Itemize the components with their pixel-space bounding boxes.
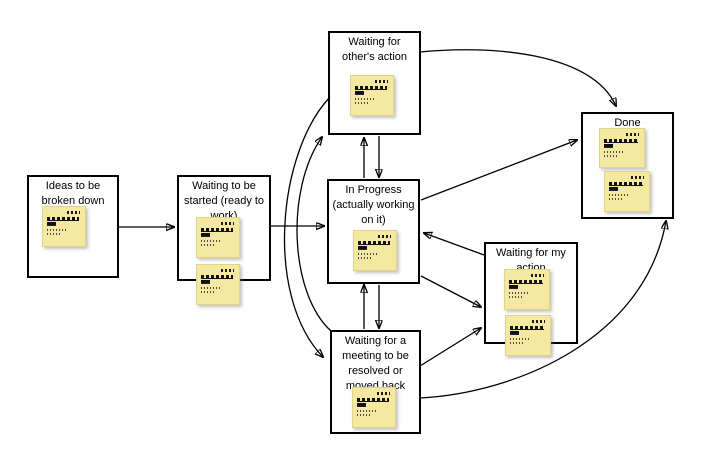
node-waiting-to-be-started[interactable]: Waiting to be started (ready to work) xyxy=(177,175,271,281)
sticky-scribble xyxy=(47,222,56,226)
sticky-scribble xyxy=(201,240,222,242)
sticky-scribble xyxy=(509,292,530,294)
arrow-waiting-others-to-waiting-meeting-arc xyxy=(283,96,331,357)
sticky-scribble xyxy=(609,198,622,200)
node-label: Done xyxy=(614,117,641,129)
sticky-scribble xyxy=(604,151,625,153)
sticky-scribble xyxy=(201,287,222,289)
sticky-note[interactable] xyxy=(350,75,394,116)
sticky-scribble xyxy=(510,326,544,330)
sticky-scribble xyxy=(357,414,370,416)
sticky-scribble xyxy=(358,241,390,245)
sticky-note[interactable] xyxy=(196,217,240,258)
sticky-scribble xyxy=(201,291,214,293)
sticky-scribble xyxy=(201,244,214,246)
sticky-note[interactable] xyxy=(353,230,397,271)
sticky-scribble xyxy=(357,398,389,402)
arrow-in-progress-to-waiting-my xyxy=(420,275,481,307)
sticky-scribble xyxy=(67,211,80,214)
sticky-note[interactable] xyxy=(599,128,645,168)
sticky-scribble xyxy=(604,139,638,143)
arrow-waiting-others-to-done xyxy=(419,49,616,106)
sticky-scribble xyxy=(604,144,613,148)
node-label: Waiting for other's action xyxy=(341,36,408,63)
sticky-scribble xyxy=(510,331,519,335)
sticky-scribble xyxy=(358,246,367,250)
sticky-scribble xyxy=(47,233,60,235)
sticky-scribble xyxy=(201,233,210,237)
node-waiting-for-others-action[interactable]: Waiting for other's action xyxy=(328,31,421,135)
sticky-note[interactable] xyxy=(196,264,240,305)
sticky-scribble xyxy=(201,280,210,284)
sticky-scribble xyxy=(358,257,371,259)
arrow-waiting-meeting-to-waiting-others-arc xyxy=(296,137,332,332)
sticky-scribble xyxy=(377,392,390,395)
sticky-scribble xyxy=(510,338,531,340)
sticky-scribble xyxy=(221,222,234,225)
sticky-scribble xyxy=(609,187,618,191)
sticky-scribble xyxy=(355,91,364,95)
sticky-note[interactable] xyxy=(352,387,396,428)
sticky-scribble xyxy=(509,280,543,284)
sticky-note[interactable] xyxy=(604,171,650,212)
sticky-scribble xyxy=(531,274,544,277)
sticky-scribble xyxy=(626,133,639,136)
sticky-scribble xyxy=(375,80,388,83)
sticky-scribble xyxy=(609,194,630,196)
node-label: Waiting for a meeting to be resolved or … xyxy=(342,335,409,392)
sticky-scribble xyxy=(355,102,368,104)
arrow-waiting-my-to-in-progress xyxy=(424,233,485,256)
sticky-scribble xyxy=(201,275,233,279)
sticky-scribble xyxy=(609,182,643,186)
arrow-waiting-meeting-to-waiting-my xyxy=(419,328,481,367)
sticky-scribble xyxy=(357,403,366,407)
sticky-note[interactable] xyxy=(42,206,86,247)
sticky-note[interactable] xyxy=(504,269,550,310)
sticky-scribble xyxy=(221,269,234,272)
sticky-scribble xyxy=(47,217,79,221)
sticky-scribble xyxy=(378,235,391,238)
node-label: Waiting to be started (ready to work) xyxy=(183,180,265,222)
sticky-scribble xyxy=(355,86,387,90)
arrow-in-progress-to-done xyxy=(420,140,577,201)
sticky-scribble xyxy=(509,296,522,298)
sticky-scribble xyxy=(201,228,233,232)
sticky-scribble xyxy=(355,98,376,100)
sticky-scribble xyxy=(357,410,378,412)
sticky-scribble xyxy=(358,253,379,255)
node-label: In Progress (actually working on it) xyxy=(332,184,415,226)
sticky-scribble xyxy=(510,342,523,344)
sticky-scribble xyxy=(47,229,68,231)
sticky-scribble xyxy=(532,320,545,323)
sticky-note[interactable] xyxy=(505,315,551,356)
sticky-scribble xyxy=(631,176,644,179)
sticky-scribble xyxy=(604,155,617,157)
sticky-scribble xyxy=(509,285,518,289)
node-label: Ideas to be broken down xyxy=(41,180,105,207)
